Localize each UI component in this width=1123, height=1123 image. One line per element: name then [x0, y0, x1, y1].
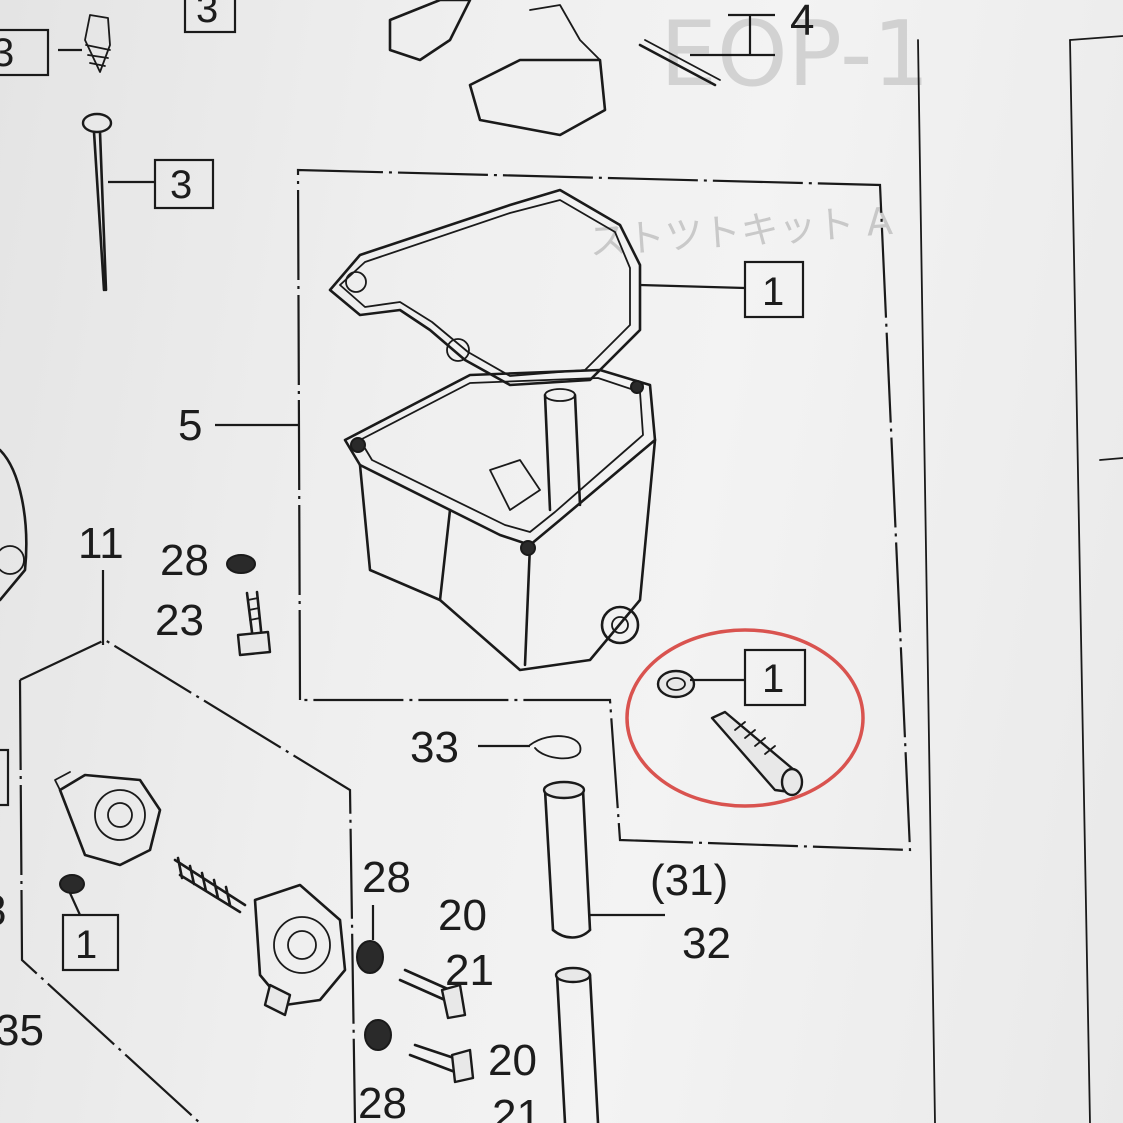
page-edge-lines [917, 35, 1123, 1123]
washer-28-mid [356, 940, 384, 974]
float-chamber-frame [296, 168, 912, 852]
washer-28-top [226, 554, 256, 574]
callout-1-screw: 1 [762, 657, 784, 701]
callout-20-upper: 20 [438, 891, 487, 940]
leader-lines [58, 13, 775, 940]
callout-1-left: 1 [75, 923, 97, 967]
callout-21-upper: 21 [445, 946, 494, 995]
callout-33: 33 [410, 723, 459, 772]
callout-5: 5 [178, 401, 202, 450]
callout-3-topleft: 3 [0, 31, 14, 75]
callout-1-gasket: 1 [762, 270, 784, 314]
pilot-screw-assembly [656, 669, 804, 797]
callout-3-needle: 3 [170, 163, 192, 207]
callout-11: 11 [78, 519, 124, 568]
callout-23: 23 [155, 596, 204, 645]
diaphragm-group-frame [18, 638, 357, 1123]
jet-needle [81, 14, 113, 292]
callout-21-lower: 21 [492, 1091, 541, 1123]
washer-28-bottom [364, 1019, 392, 1051]
left-partial-part [0, 448, 28, 602]
screw-20-21-upper [398, 968, 467, 1020]
screw-20-21-lower [408, 1043, 475, 1084]
callout-28-top: 28 [160, 536, 209, 585]
callout-boxes [0, 0, 807, 972]
callout-4: 4 [790, 0, 814, 45]
callout-20-lower: 20 [488, 1036, 537, 1085]
accelerator-pump-parts [54, 771, 347, 1017]
screw-23 [236, 590, 272, 657]
callout-3-top: 3 [196, 0, 218, 31]
clip-33 [529, 735, 582, 760]
callout-28-bottom: 28 [358, 1079, 407, 1123]
float-chamber-body [328, 188, 657, 672]
float-part [388, 0, 721, 137]
callout-32: 32 [682, 919, 731, 968]
callout-28-mid: 28 [362, 853, 411, 902]
callout-31: (31) [650, 856, 728, 905]
tube-32 [542, 780, 600, 1123]
highlight-circle [625, 628, 865, 808]
callout-35: 35 [0, 1006, 44, 1055]
callout-8-partial: 8 [0, 886, 6, 935]
